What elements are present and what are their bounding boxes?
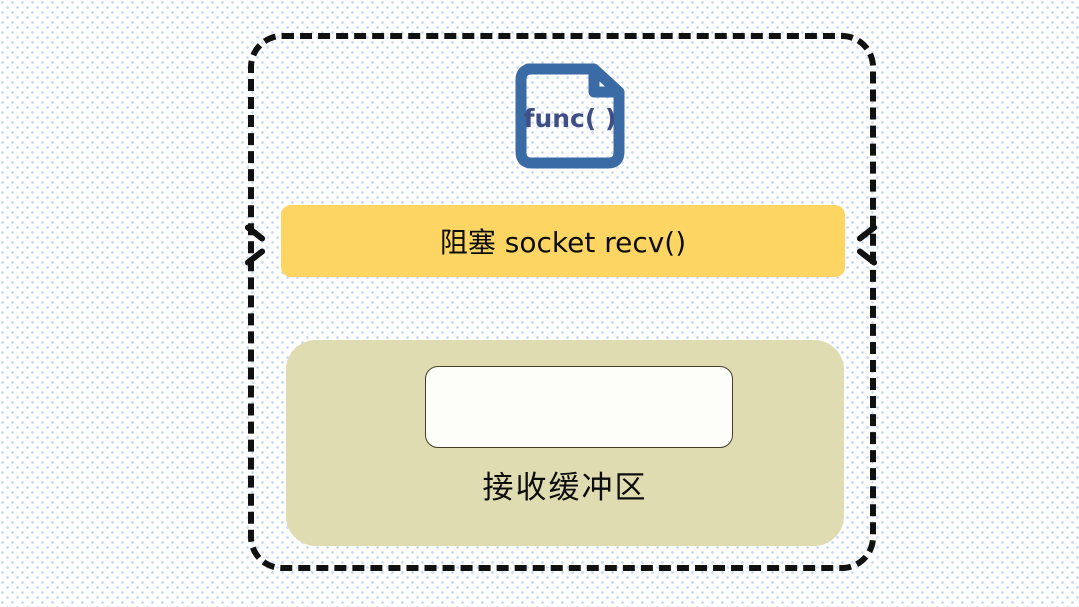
blocking-recv-bar: 阻塞 socket recv() — [281, 205, 845, 277]
document-code-icon — [515, 63, 625, 169]
receive-buffer-box: 接收缓冲区 — [286, 340, 844, 546]
boundary-pinch-left-icon — [243, 228, 269, 262]
receive-buffer-label: 接收缓冲区 — [482, 470, 648, 506]
process-boundary-region — [248, 33, 876, 571]
func-icon-label: func( ) — [523, 103, 617, 133]
blocking-recv-label: 阻塞 socket recv() — [439, 226, 687, 259]
boundary-pinch-right-icon — [855, 228, 881, 262]
func-document-icon: func( ) — [514, 62, 626, 170]
receive-buffer-slot — [425, 366, 733, 448]
